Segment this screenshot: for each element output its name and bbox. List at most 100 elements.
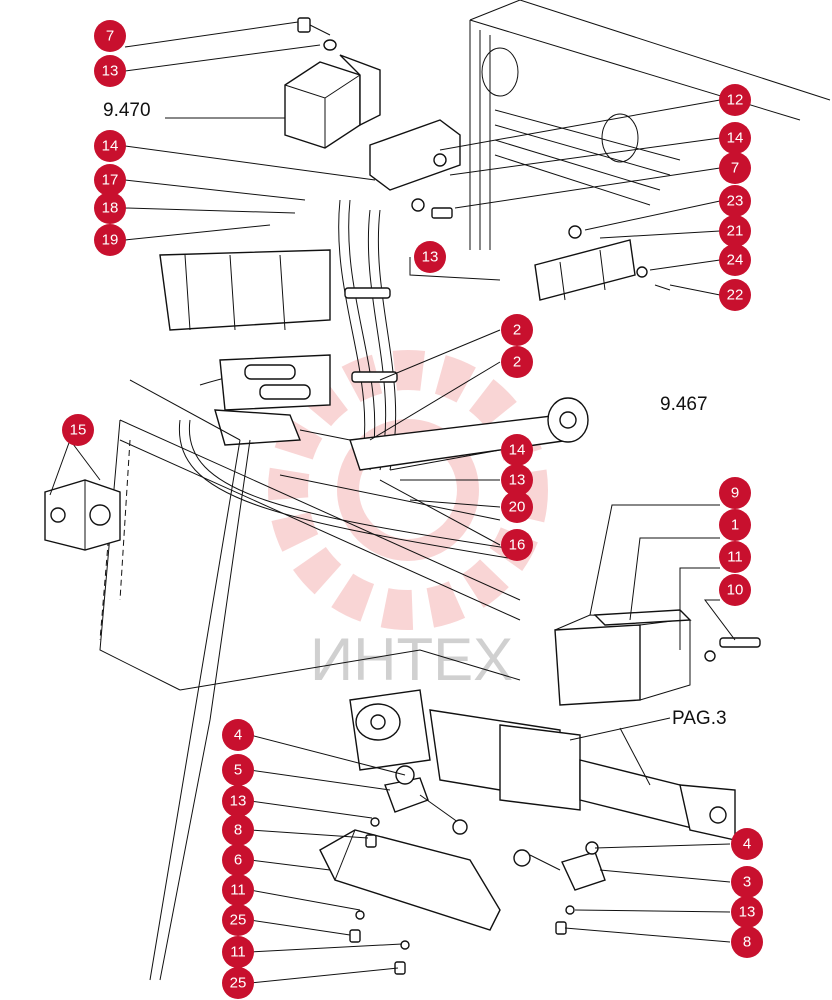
- svg-text:13: 13: [509, 472, 526, 489]
- watermark-text: ИНТЕХ: [310, 626, 513, 693]
- callout: 15: [62, 414, 94, 446]
- bolt-icon: [297, 17, 337, 51]
- svg-text:11: 11: [727, 549, 743, 566]
- svg-text:14: 14: [102, 138, 119, 155]
- svg-text:5: 5: [234, 762, 242, 779]
- svg-text:14: 14: [509, 442, 526, 459]
- callout: 25: [222, 967, 254, 999]
- svg-text:21: 21: [727, 223, 744, 240]
- callout: 14: [94, 130, 126, 162]
- hydraulic-hoses: [178, 199, 521, 561]
- callout: 10: [719, 574, 751, 606]
- callout: 3: [731, 866, 763, 898]
- callout: 24: [719, 244, 751, 276]
- callout: 20: [501, 491, 533, 523]
- svg-text:12: 12: [727, 92, 744, 109]
- callout: 25: [222, 904, 254, 936]
- tractor-body: [99, 0, 831, 691]
- svg-text:6: 6: [234, 852, 242, 869]
- svg-text:7: 7: [106, 28, 114, 45]
- svg-text:2: 2: [513, 354, 521, 371]
- callout: 18: [94, 192, 126, 224]
- svg-text:25: 25: [230, 975, 247, 992]
- rubber-block: [44, 479, 121, 551]
- svg-text:1: 1: [731, 517, 739, 534]
- cylinder-coupler: [214, 409, 351, 446]
- svg-text:10: 10: [727, 582, 744, 599]
- svg-text:13: 13: [102, 63, 119, 80]
- callout: 13: [222, 785, 254, 817]
- svg-text:25: 25: [230, 912, 247, 929]
- svg-text:15: 15: [70, 422, 87, 439]
- lift-cylinder: [349, 689, 736, 841]
- clamp-plate: [534, 225, 671, 301]
- lift-arm: [349, 397, 589, 471]
- valve-fitting: [384, 765, 468, 835]
- svg-text:13: 13: [422, 249, 439, 266]
- svg-text:8: 8: [743, 934, 751, 951]
- guard-cover: [319, 829, 501, 931]
- ref-label-top: 9.470: [103, 100, 151, 121]
- svg-text:23: 23: [727, 193, 744, 210]
- callout: 4: [731, 828, 763, 860]
- hitch-bracket: [369, 119, 461, 219]
- angle-bracket: [554, 609, 761, 706]
- callout: 12: [719, 84, 751, 116]
- relay-box: [284, 54, 381, 149]
- callout: 17: [94, 164, 126, 196]
- svg-text:9: 9: [731, 485, 739, 502]
- callout: 1: [719, 509, 751, 541]
- callout: 2: [501, 314, 533, 346]
- valve-fitting-right: [513, 841, 606, 891]
- svg-text:19: 19: [102, 232, 119, 249]
- callout: 13: [414, 241, 446, 273]
- svg-text:18: 18: [102, 200, 119, 217]
- svg-text:8: 8: [234, 822, 242, 839]
- svg-text:2: 2: [513, 322, 521, 339]
- callout: 23: [719, 185, 751, 217]
- svg-text:20: 20: [509, 499, 526, 516]
- callout: 13: [94, 55, 126, 87]
- svg-text:13: 13: [230, 793, 247, 810]
- callout: 13: [731, 896, 763, 928]
- small-bolts: [349, 817, 575, 975]
- svg-text:7: 7: [731, 160, 739, 177]
- callout: 22: [719, 279, 751, 311]
- callouts: 7 13 14 17 18 19 13 12 14 7 23 21 24 22 …: [62, 20, 763, 999]
- ref-label-mid: 9.467: [660, 394, 708, 415]
- svg-text:13: 13: [739, 904, 756, 921]
- callout: 16: [501, 529, 533, 561]
- svg-text:11: 11: [230, 882, 246, 899]
- svg-text:11: 11: [230, 944, 246, 961]
- callout: 21: [719, 215, 751, 247]
- callout: 11: [222, 936, 254, 968]
- ref-label-pag: PAG.3: [672, 708, 727, 729]
- callout: 6: [222, 844, 254, 876]
- callout: 13: [501, 464, 533, 496]
- leader-lines: [49, 21, 736, 984]
- callout: 14: [719, 122, 751, 154]
- callout: 19: [94, 224, 126, 256]
- svg-text:17: 17: [102, 172, 119, 189]
- svg-text:4: 4: [234, 727, 242, 744]
- callout: 7: [94, 20, 126, 52]
- callout: 8: [222, 814, 254, 846]
- callout: 8: [731, 926, 763, 958]
- svg-text:4: 4: [743, 836, 751, 853]
- svg-text:24: 24: [727, 252, 744, 269]
- callout: 14: [501, 434, 533, 466]
- svg-text:14: 14: [727, 130, 744, 147]
- watermark-gear-icon: [268, 350, 548, 630]
- svg-text:22: 22: [727, 287, 744, 304]
- callout: 9: [719, 477, 751, 509]
- coupler-bracket: [159, 249, 331, 411]
- svg-text:16: 16: [509, 537, 526, 554]
- svg-text:3: 3: [743, 874, 751, 891]
- watermark: [268, 350, 548, 630]
- callout: 11: [222, 874, 254, 906]
- callout: 2: [501, 346, 533, 378]
- callout: 4: [222, 719, 254, 751]
- callout: 7: [719, 152, 751, 184]
- callout: 11: [719, 541, 751, 573]
